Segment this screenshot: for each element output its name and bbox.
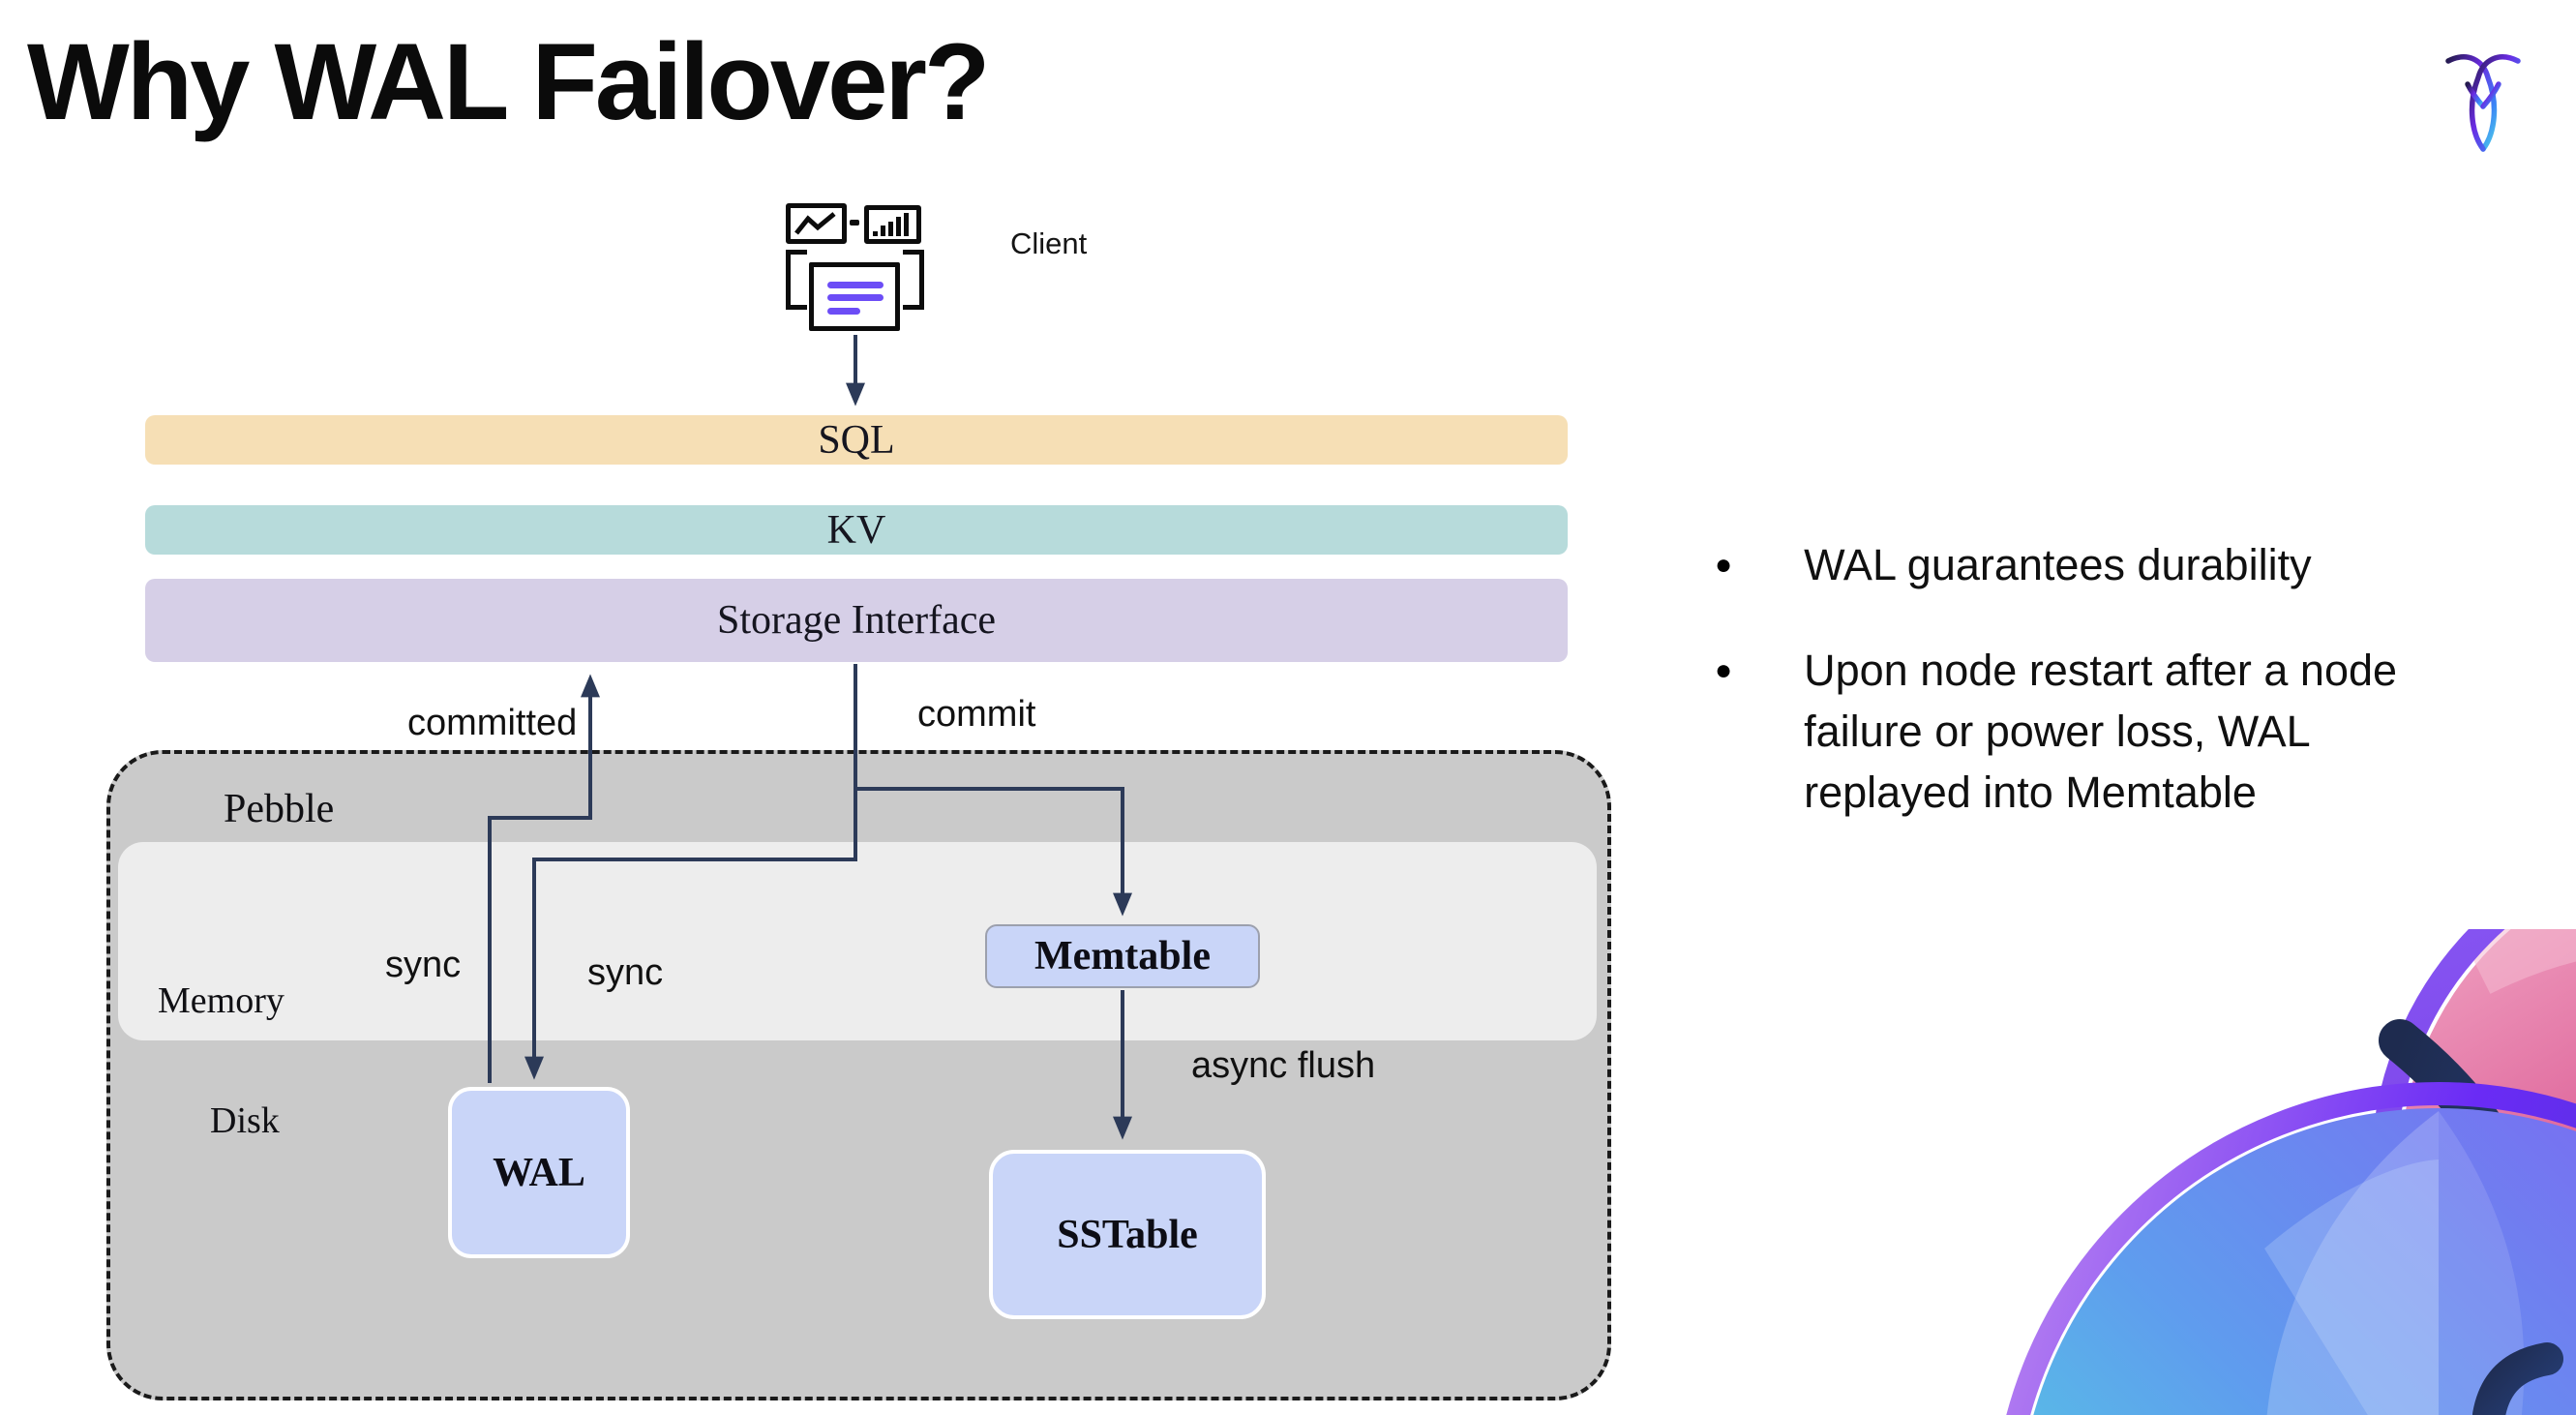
- document-icon: [809, 262, 900, 331]
- sync-left-edge-label: sync: [385, 945, 462, 985]
- sql-layer-bar: SQL: [145, 415, 1568, 465]
- disk-label: Disk: [210, 1100, 280, 1141]
- line-chart-icon: [786, 203, 847, 244]
- client-label: Client: [1010, 226, 1088, 260]
- memory-zone: [118, 842, 1597, 1040]
- bullet-text: Upon node restart after a node failure o…: [1804, 646, 2398, 817]
- kv-layer-bar: KV: [145, 505, 1568, 555]
- storage-interface-layer-bar: Storage Interface: [145, 579, 1568, 662]
- pebble-label: Pebble: [224, 787, 335, 831]
- connector-dash: [850, 220, 859, 226]
- list-item: ● Upon node restart after a node failure…: [1715, 640, 2518, 823]
- bullet-marker-icon: ●: [1715, 549, 1733, 581]
- cockroachdb-logo-icon: [2445, 54, 2521, 152]
- bullet-text: WAL guarantees durability: [1804, 540, 2312, 589]
- right-bracket-icon: [903, 250, 924, 310]
- bar-chart-icon: [864, 205, 921, 244]
- async-flush-edge-label: async flush: [1191, 1045, 1376, 1086]
- page-title: Why WAL Failover?: [27, 21, 990, 142]
- committed-edge-label: committed: [407, 703, 578, 743]
- decorative-corner-art: [2006, 929, 2576, 1415]
- wal-node: WAL: [448, 1087, 630, 1258]
- list-item: ● WAL guarantees durability: [1715, 534, 2518, 595]
- sync-right-edge-label: sync: [587, 952, 664, 993]
- left-bracket-icon: [786, 250, 807, 310]
- sstable-node: SSTable: [989, 1150, 1266, 1319]
- bullet-marker-icon: ●: [1715, 654, 1733, 686]
- commit-edge-label: commit: [917, 694, 1036, 735]
- memory-label: Memory: [158, 980, 285, 1021]
- memtable-node: Memtable: [985, 924, 1260, 988]
- bullet-list: ● WAL guarantees durability ● Upon node …: [1715, 534, 2518, 867]
